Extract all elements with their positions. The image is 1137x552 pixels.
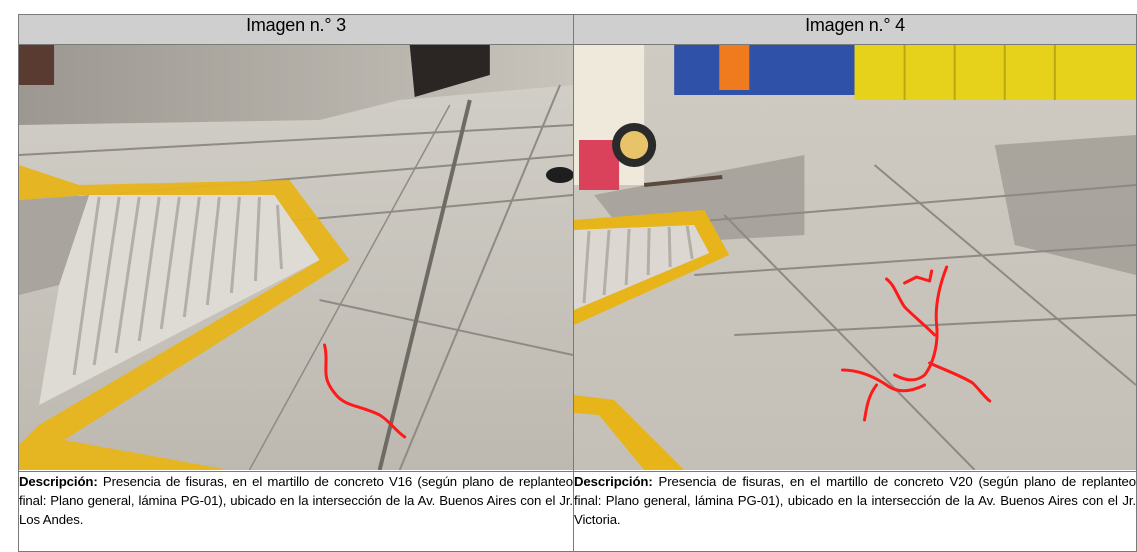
panel-description-4: Descripción: Presencia de fisuras, en el… [573,471,1137,552]
sidewalk-photo-illustration-4 [574,45,1136,470]
panel-title-3: Imagen n.° 3 [18,14,574,45]
description-row: Descripción: Presencia de fisuras, en el… [18,471,1137,552]
panel-title-4: Imagen n.° 4 [573,14,1137,45]
photo-table: Imagen n.° 3 Imagen n.° 4 [18,14,1137,552]
description-label-4: Descripción: [574,474,653,489]
description-label-3: Descripción: [19,474,98,489]
description-text-4: Presencia de fisuras, en el martillo de … [574,474,1136,527]
header-row: Imagen n.° 3 Imagen n.° 4 [18,14,1137,45]
photo-cell-3 [18,44,574,472]
photo-image-4 [574,45,1136,470]
photo-image-3 [19,45,573,470]
sidewalk-photo-illustration-3 [19,45,573,470]
photo-cell-4 [573,44,1137,472]
photo-row [18,44,1137,472]
description-text-3: Presencia de fisuras, en el martillo de … [19,474,573,527]
panel-description-3: Descripción: Presencia de fisuras, en el… [18,471,574,552]
